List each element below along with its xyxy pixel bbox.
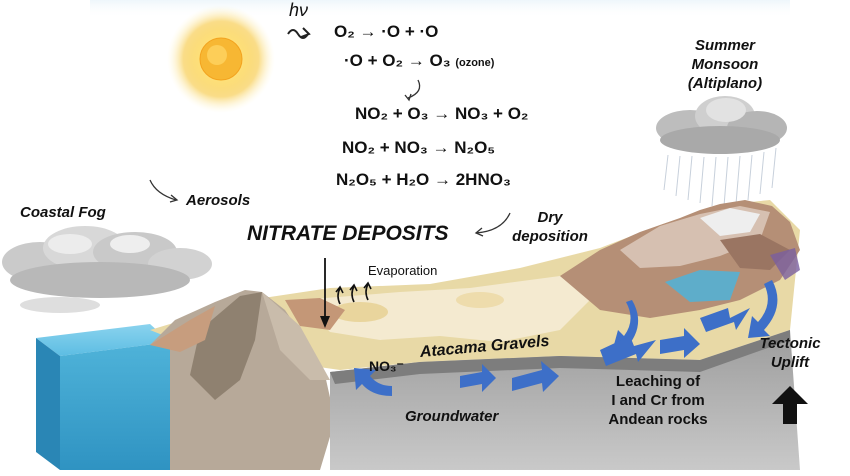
evaporation-label: Evaporation <box>368 263 438 278</box>
equation-5: N₂O₅ + H₂O → 2HNO₃ <box>336 170 511 189</box>
coastal-cordillera <box>150 290 345 470</box>
dry-deposition-arrow-icon <box>475 212 511 234</box>
coastal-fog-label: Coastal Fog <box>20 204 106 221</box>
flow-arrow-5 <box>660 328 700 358</box>
aerosol-arrow-icon <box>149 179 177 201</box>
monsoon-label: Summer Monsoon (Altiplano) <box>670 36 780 93</box>
flow-arrow-2 <box>700 308 750 332</box>
equation-2-main: ·O + O₂ → O₃ <box>344 51 451 70</box>
salar-sediment <box>300 276 590 342</box>
flow-arrow-4 <box>600 336 656 366</box>
leaching-line-3: Andean rocks <box>608 411 708 428</box>
andes-mountains <box>560 200 800 318</box>
tectonic-uplift-label: Tectonic Uplift <box>745 334 835 372</box>
equation-3: NO₂ + O₃ → NO₃ + O₂ <box>355 104 529 123</box>
evaporation-arrows-icon <box>335 281 372 305</box>
curved-arrow-icon <box>407 79 421 99</box>
tectonic-uplift-arrow-icon <box>772 386 808 424</box>
flow-arrow-3 <box>612 300 639 352</box>
hv-label: hν <box>289 0 309 20</box>
monsoon-line-1: Summer <box>694 37 756 54</box>
equation-1: O₂ → ·O + ·O <box>334 22 439 41</box>
leaching-line-2: I and Cr from <box>611 392 705 409</box>
monsoon-line-3: (Altiplano) <box>687 75 763 92</box>
leaching-label: Leaching of I and Cr from Andean rocks <box>596 372 720 429</box>
nitrate-ion-label: NO₃⁻ <box>369 358 404 374</box>
equation-2-ozone: (ozone) <box>455 57 495 69</box>
dry-line-2: deposition <box>512 228 588 245</box>
rain-cloud-icon <box>656 96 787 207</box>
ocean-block <box>36 324 170 470</box>
flow-arrow-8 <box>354 368 392 396</box>
aerosols-label: Aerosols <box>186 192 251 209</box>
nitrate-deposits-label: NITRATE DEPOSITS <box>247 222 449 245</box>
equation-4: NO₂ + NO₃ → N₂O₅ <box>342 138 496 157</box>
flow-arrow-7 <box>460 364 496 392</box>
equation-2: ·O + O₂ → O₃ (ozone) <box>344 51 494 71</box>
flow-arrow-6 <box>512 361 559 392</box>
tectonic-line-1: Tectonic <box>759 335 821 352</box>
monsoon-line-2: Monsoon <box>691 56 759 73</box>
leaching-line-1: Leaching of <box>615 373 701 390</box>
groundwater-label: Groundwater <box>405 408 499 425</box>
tectonic-line-2: Uplift <box>770 354 810 371</box>
sun-icon <box>167 5 275 113</box>
photon-wave-icon <box>287 29 309 39</box>
flow-arrow-1 <box>748 280 778 338</box>
groundwater-arrows <box>354 280 778 396</box>
dry-line-1: Dry <box>537 209 563 226</box>
nitrate-down-arrow-icon <box>320 258 330 328</box>
dry-deposition-label: Dry deposition <box>500 208 600 246</box>
fog-cloud-icon <box>2 226 212 313</box>
sky-band <box>90 0 790 18</box>
